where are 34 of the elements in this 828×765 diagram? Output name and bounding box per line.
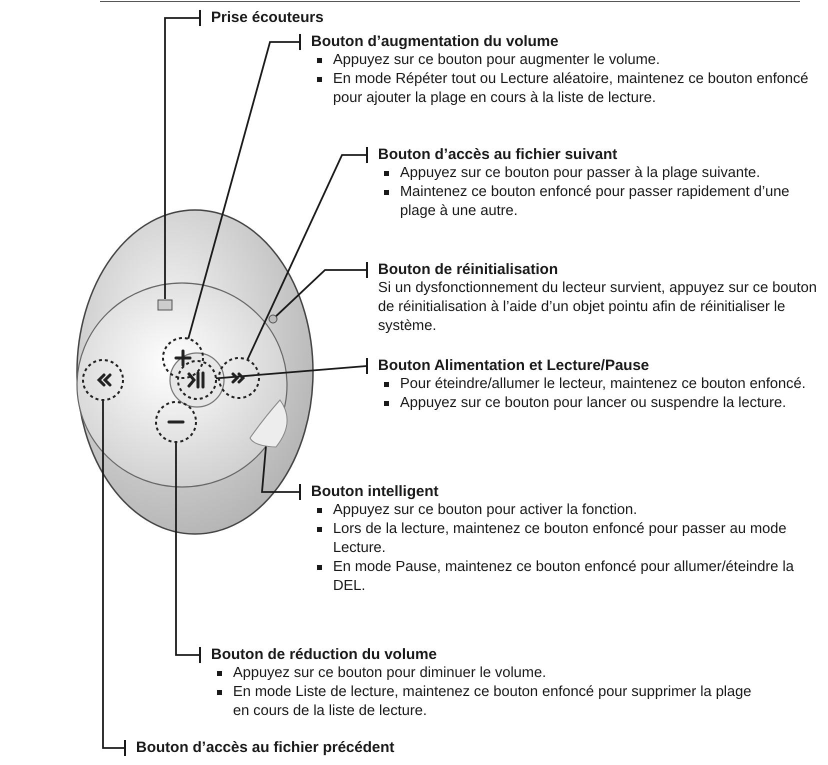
leader-line bbox=[102, 400, 126, 757]
part-name: Prise écouteurs bbox=[211, 8, 325, 27]
reset-hole bbox=[266, 312, 280, 326]
bullet-item: En mode Liste de lecture, maintenez ce bouton enfoncé pour supprimer la plage en cours de la liste de lecture. bbox=[211, 683, 770, 721]
description-text: Si un dysfonctionnement du lecteur survient, appuyez sur ce bouton de réinitialisation à l’aide d’un objet pointu afin de réinitialiser le système. bbox=[378, 279, 818, 336]
bullet-item: En mode Répéter tout ou Lecture aléatoire, maintenez ce bouton enfoncé pour ajouter la plage en cours à la liste de lecture. bbox=[311, 70, 820, 108]
leader-line bbox=[246, 146, 368, 360]
previous-button bbox=[80, 357, 126, 403]
leader-line bbox=[175, 442, 201, 664]
minus-button bbox=[153, 399, 199, 445]
bullet-item: En mode Pause, maintenez ce bouton enfoncé pour allumer/éteindre la DEL. bbox=[311, 558, 825, 596]
next-button bbox=[216, 355, 262, 401]
leader-line bbox=[164, 9, 201, 299]
bullet-item: Lors de la lecture, maintenez ce bouton enfoncé pour passer au mode Lecture. bbox=[311, 520, 825, 558]
bullet-item: Appuyez sur ce bouton pour lancer ou suspendre la lecture. bbox=[378, 394, 817, 413]
bullet-item: Pour éteindre/allumer le lecteur, maintenez ce bouton enfoncé. bbox=[378, 375, 817, 394]
leader-line bbox=[261, 446, 301, 501]
leader-line bbox=[275, 261, 368, 317]
bullet-item: Appuyez sur ce bouton pour activer la fonction. bbox=[311, 501, 825, 520]
part-name: Bouton d’accès au fichier précédent bbox=[136, 738, 396, 757]
leader-line bbox=[216, 357, 369, 380]
play-pause-button bbox=[175, 358, 219, 402]
bullet-item: Appuyez sur ce bouton pour passer à la plage suivante. bbox=[378, 164, 817, 183]
bullet-item: Appuyez sur ce bouton pour diminuer le volume. bbox=[211, 664, 770, 683]
part-name: Bouton Alimentation et Lecture/Pause bbox=[378, 356, 650, 375]
part-name: Bouton d’accès au fichier suivant bbox=[378, 145, 618, 164]
part-name: Bouton intelligent bbox=[311, 482, 440, 501]
bullet-item: Maintenez ce bouton enfoncé pour passer rapidement d’une plage à une autre. bbox=[378, 183, 817, 221]
part-name: Bouton d’augmentation du volume bbox=[311, 32, 560, 51]
leader-line bbox=[187, 33, 301, 339]
plus-button bbox=[160, 335, 206, 381]
part-name: Bouton de réinitialisation bbox=[378, 260, 560, 279]
part-name: Bouton de réduction du volume bbox=[211, 645, 438, 664]
bullet-item: Appuyez sur ce bouton pour augmenter le volume. bbox=[311, 51, 820, 70]
